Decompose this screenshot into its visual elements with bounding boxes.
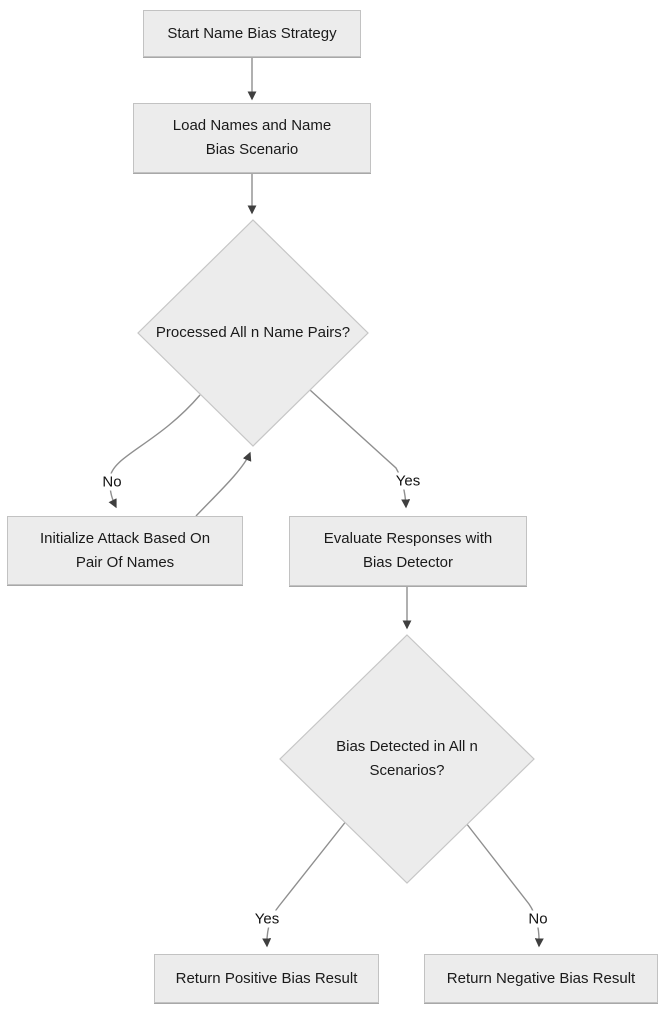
edge-label-yes-bias-detected: Yes — [252, 910, 282, 928]
decision-processed-shape — [137, 219, 369, 447]
decision-bias-detected-label: Bias Detected in All n Scenarios? — [336, 738, 478, 779]
decision-bias-detected-shape — [279, 634, 535, 884]
node-return-negative: Return Negative Bias Result — [424, 954, 658, 1003]
edge-label-no-processed: No — [100, 473, 124, 491]
node-evaluate-responses-label: Evaluate Responses with Bias Detector — [323, 530, 493, 571]
edge-processed-yes-to-evaluate — [309, 389, 411, 509]
node-initialize-attack-label: Initialize Attack Based On Pair Of Names — [39, 529, 211, 571]
edge-init-attack-loop-to-processed — [195, 451, 252, 517]
node-start: Start Name Bias Strategy — [143, 10, 361, 57]
node-load-names: Load Names and Name Bias Scenario — [133, 103, 371, 173]
edge-processed-no-to-init-attack — [108, 394, 201, 509]
edge-bias-detected-no-to-negative — [465, 822, 544, 948]
decision-processed-label: Processed All n Name Pairs? — [155, 324, 351, 341]
node-initialize-attack: Initialize Attack Based On Pair Of Names — [7, 516, 243, 585]
node-load-names-label: Load Names and Name Bias Scenario — [172, 117, 332, 158]
edge-label-yes-processed: Yes — [393, 472, 423, 490]
edge-label-no-bias-detected: No — [526, 910, 550, 928]
node-start-label: Start Name Bias Strategy — [167, 24, 337, 42]
node-evaluate-responses: Evaluate Responses with Bias Detector — [289, 516, 527, 586]
node-return-positive: Return Positive Bias Result — [154, 954, 379, 1003]
node-return-positive-label: Return Positive Bias Result — [175, 969, 358, 987]
node-return-negative-label: Return Negative Bias Result — [446, 969, 636, 987]
